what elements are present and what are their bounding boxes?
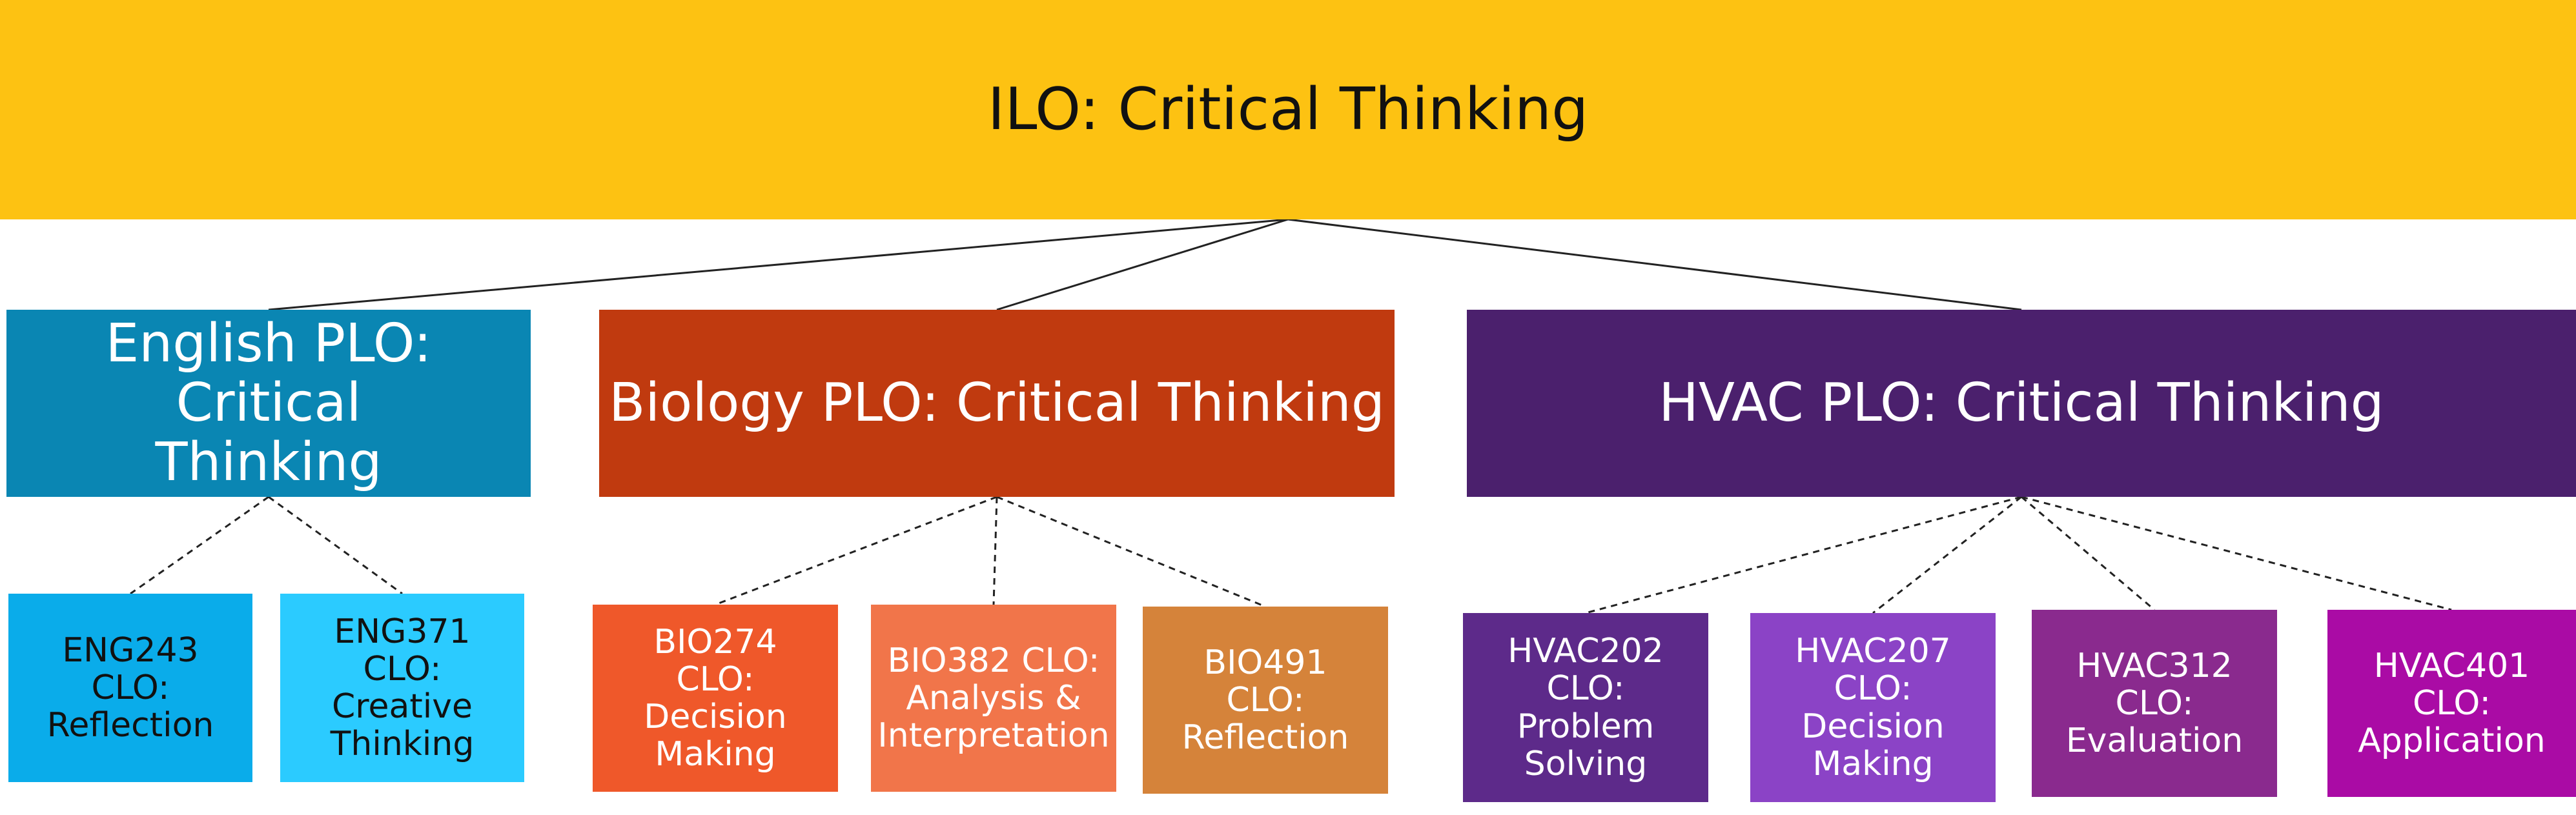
plo-hvac-box: HVAC PLO: Critical Thinking bbox=[1467, 310, 2576, 497]
edge-ilo-plo-english bbox=[268, 218, 1289, 311]
edge-plo-hvac-hvac401 bbox=[2021, 496, 2452, 611]
plo-biology-label: Biology PLO: Critical Thinking bbox=[609, 372, 1385, 434]
edge-plo-biology-bio491 bbox=[996, 496, 1266, 608]
ilo-label: ILO: Critical Thinking bbox=[987, 75, 1589, 143]
clo-bio382-label: BIO382 CLO: Analysis & Interpretation bbox=[877, 641, 1110, 756]
clo-hvac202-label: HVAC202 CLO: Problem Solving bbox=[1508, 632, 1664, 783]
clo-eng371-box: ENG371 CLO: Creative Thinking bbox=[280, 594, 524, 782]
plo-english-box: English PLO: Critical Thinking bbox=[6, 310, 531, 497]
clo-hvac401-box: HVAC401 CLO: Application bbox=[2327, 610, 2576, 797]
clo-bio491-box: BIO491 CLO: Reflection bbox=[1143, 607, 1388, 794]
edge-plo-english-eng371 bbox=[268, 496, 403, 595]
edge-plo-hvac-hvac202 bbox=[1585, 496, 2022, 614]
edge-ilo-plo-hvac bbox=[1287, 218, 2022, 311]
edge-plo-hvac-hvac207 bbox=[1872, 496, 2022, 614]
clo-hvac202-box: HVAC202 CLO: Problem Solving bbox=[1463, 613, 1708, 802]
edge-ilo-plo-biology bbox=[996, 218, 1289, 311]
clo-hvac207-label: HVAC207 CLO: Decision Making bbox=[1795, 632, 1951, 783]
edge-plo-english-eng243 bbox=[130, 496, 269, 595]
clo-eng371-label: ENG371 CLO: Creative Thinking bbox=[330, 612, 475, 764]
clo-hvac401-label: HVAC401 CLO: Application bbox=[2358, 646, 2546, 761]
edge-plo-hvac-hvac312 bbox=[2021, 496, 2155, 611]
clo-bio274-label: BIO274 CLO: Decision Making bbox=[644, 622, 787, 774]
clo-hvac207-box: HVAC207 CLO: Decision Making bbox=[1750, 613, 1996, 802]
clo-bio274-box: BIO274 CLO: Decision Making bbox=[593, 605, 838, 792]
clo-hvac312-box: HVAC312 CLO: Evaluation bbox=[2032, 610, 2277, 797]
clo-hvac312-label: HVAC312 CLO: Evaluation bbox=[2065, 646, 2244, 761]
edge-plo-biology-bio274 bbox=[715, 496, 997, 606]
plo-hvac-label: HVAC PLO: Critical Thinking bbox=[1659, 372, 2384, 434]
clo-bio382-box: BIO382 CLO: Analysis & Interpretation bbox=[871, 605, 1116, 792]
clo-eng243-box: ENG243 CLO: Reflection bbox=[8, 594, 252, 782]
clo-eng243-label: ENG243 CLO: Reflection bbox=[46, 630, 214, 745]
ilo-box: ILO: Critical Thinking bbox=[0, 0, 2576, 219]
clo-bio491-label: BIO491 CLO: Reflection bbox=[1181, 643, 1349, 758]
edge-plo-biology-bio382 bbox=[992, 496, 998, 605]
plo-biology-box: Biology PLO: Critical Thinking bbox=[599, 310, 1395, 497]
plo-english-label: English PLO: Critical Thinking bbox=[105, 313, 432, 493]
